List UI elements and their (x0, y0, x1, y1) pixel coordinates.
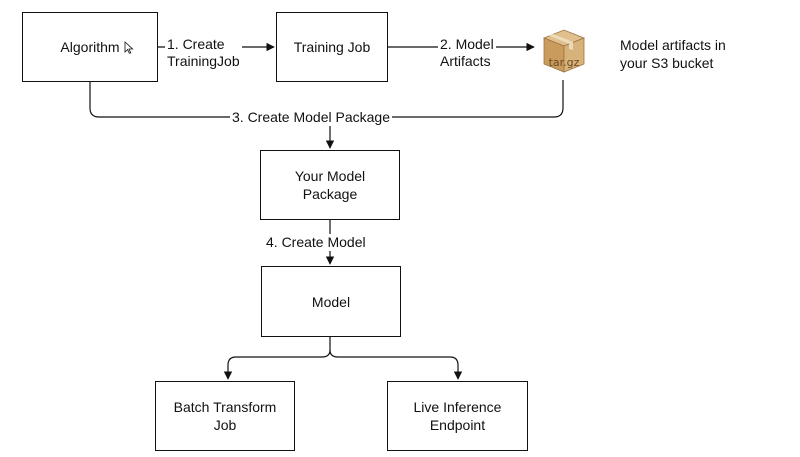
s3-bucket-caption: Model artifacts in your S3 bucket (620, 37, 726, 71)
archive-label: tar.gz (548, 56, 580, 69)
edge-label-create-training-job: 1. Create TrainingJob (165, 36, 242, 70)
edge-to-live-inference (329, 349, 463, 380)
live-inference-node: Live Inference Endpoint (387, 381, 528, 451)
package-box-icon: tar.gz (540, 28, 588, 74)
edge-artifacts-to-package (330, 80, 564, 118)
algorithm-node: Algorithm (22, 12, 158, 82)
edge-label-model-artifacts: 2. Model Artifacts (438, 36, 496, 70)
edge-label-create-model-package: 3. Create Model Package (230, 109, 392, 126)
mouse-cursor-icon (124, 41, 134, 54)
batch-transform-node: Batch Transform Job (155, 381, 295, 451)
training-job-node: Training Job (276, 12, 388, 82)
edge-to-batch-transform (223, 349, 331, 380)
edge-algorithm-to-package (89, 82, 330, 118)
model-node: Model (261, 266, 401, 337)
edge-label-create-model: 4. Create Model (264, 234, 368, 251)
model-package-node: Your Model Package (260, 150, 400, 220)
